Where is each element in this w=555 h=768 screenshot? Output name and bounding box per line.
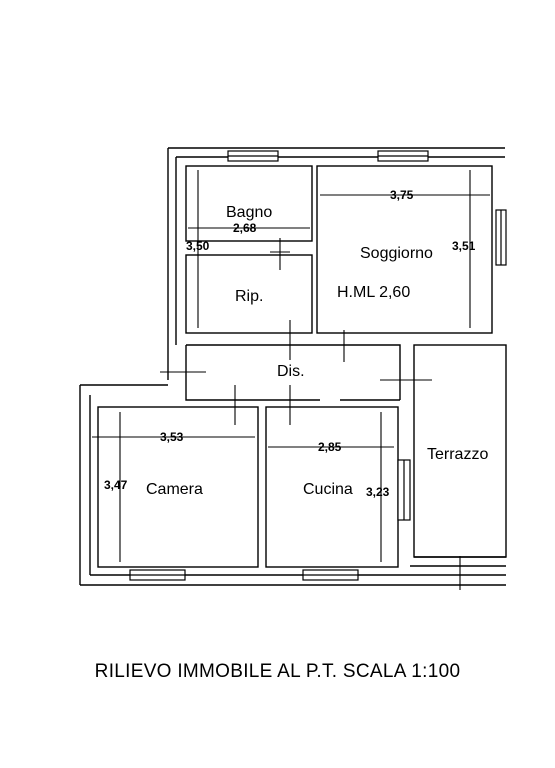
room-label-soggiorno: Soggiorno bbox=[360, 245, 433, 262]
room-label-cucina: Cucina bbox=[303, 481, 353, 498]
room-label-camera: Camera bbox=[146, 481, 203, 498]
dim-bagno-height: 3,50 bbox=[186, 239, 210, 253]
dim-camera-width: 3,53 bbox=[160, 430, 184, 444]
room-label-bagno: Bagno bbox=[226, 204, 272, 221]
dim-soggiorno-height: 3,51 bbox=[452, 239, 476, 253]
dimension-lines bbox=[92, 170, 490, 590]
dim-cucina-height: 3,23 bbox=[366, 485, 390, 499]
dim-soggiorno-width: 3,75 bbox=[390, 188, 414, 202]
walls bbox=[79, 147, 507, 586]
height-label: H.ML 2,60 bbox=[337, 284, 410, 301]
windows bbox=[129, 150, 507, 581]
room-label-terrazzo: Terrazzo bbox=[427, 446, 488, 463]
dim-camera-height: 3,47 bbox=[104, 478, 128, 492]
dim-cucina-width: 2,85 bbox=[318, 440, 342, 454]
room-label-dis: Dis. bbox=[277, 363, 305, 380]
room-label-rip: Rip. bbox=[235, 288, 263, 305]
dim-bagno-width: 2,68 bbox=[233, 221, 257, 235]
plan-caption: RILIEVO IMMOBILE AL P.T. SCALA 1:100 bbox=[94, 661, 461, 682]
